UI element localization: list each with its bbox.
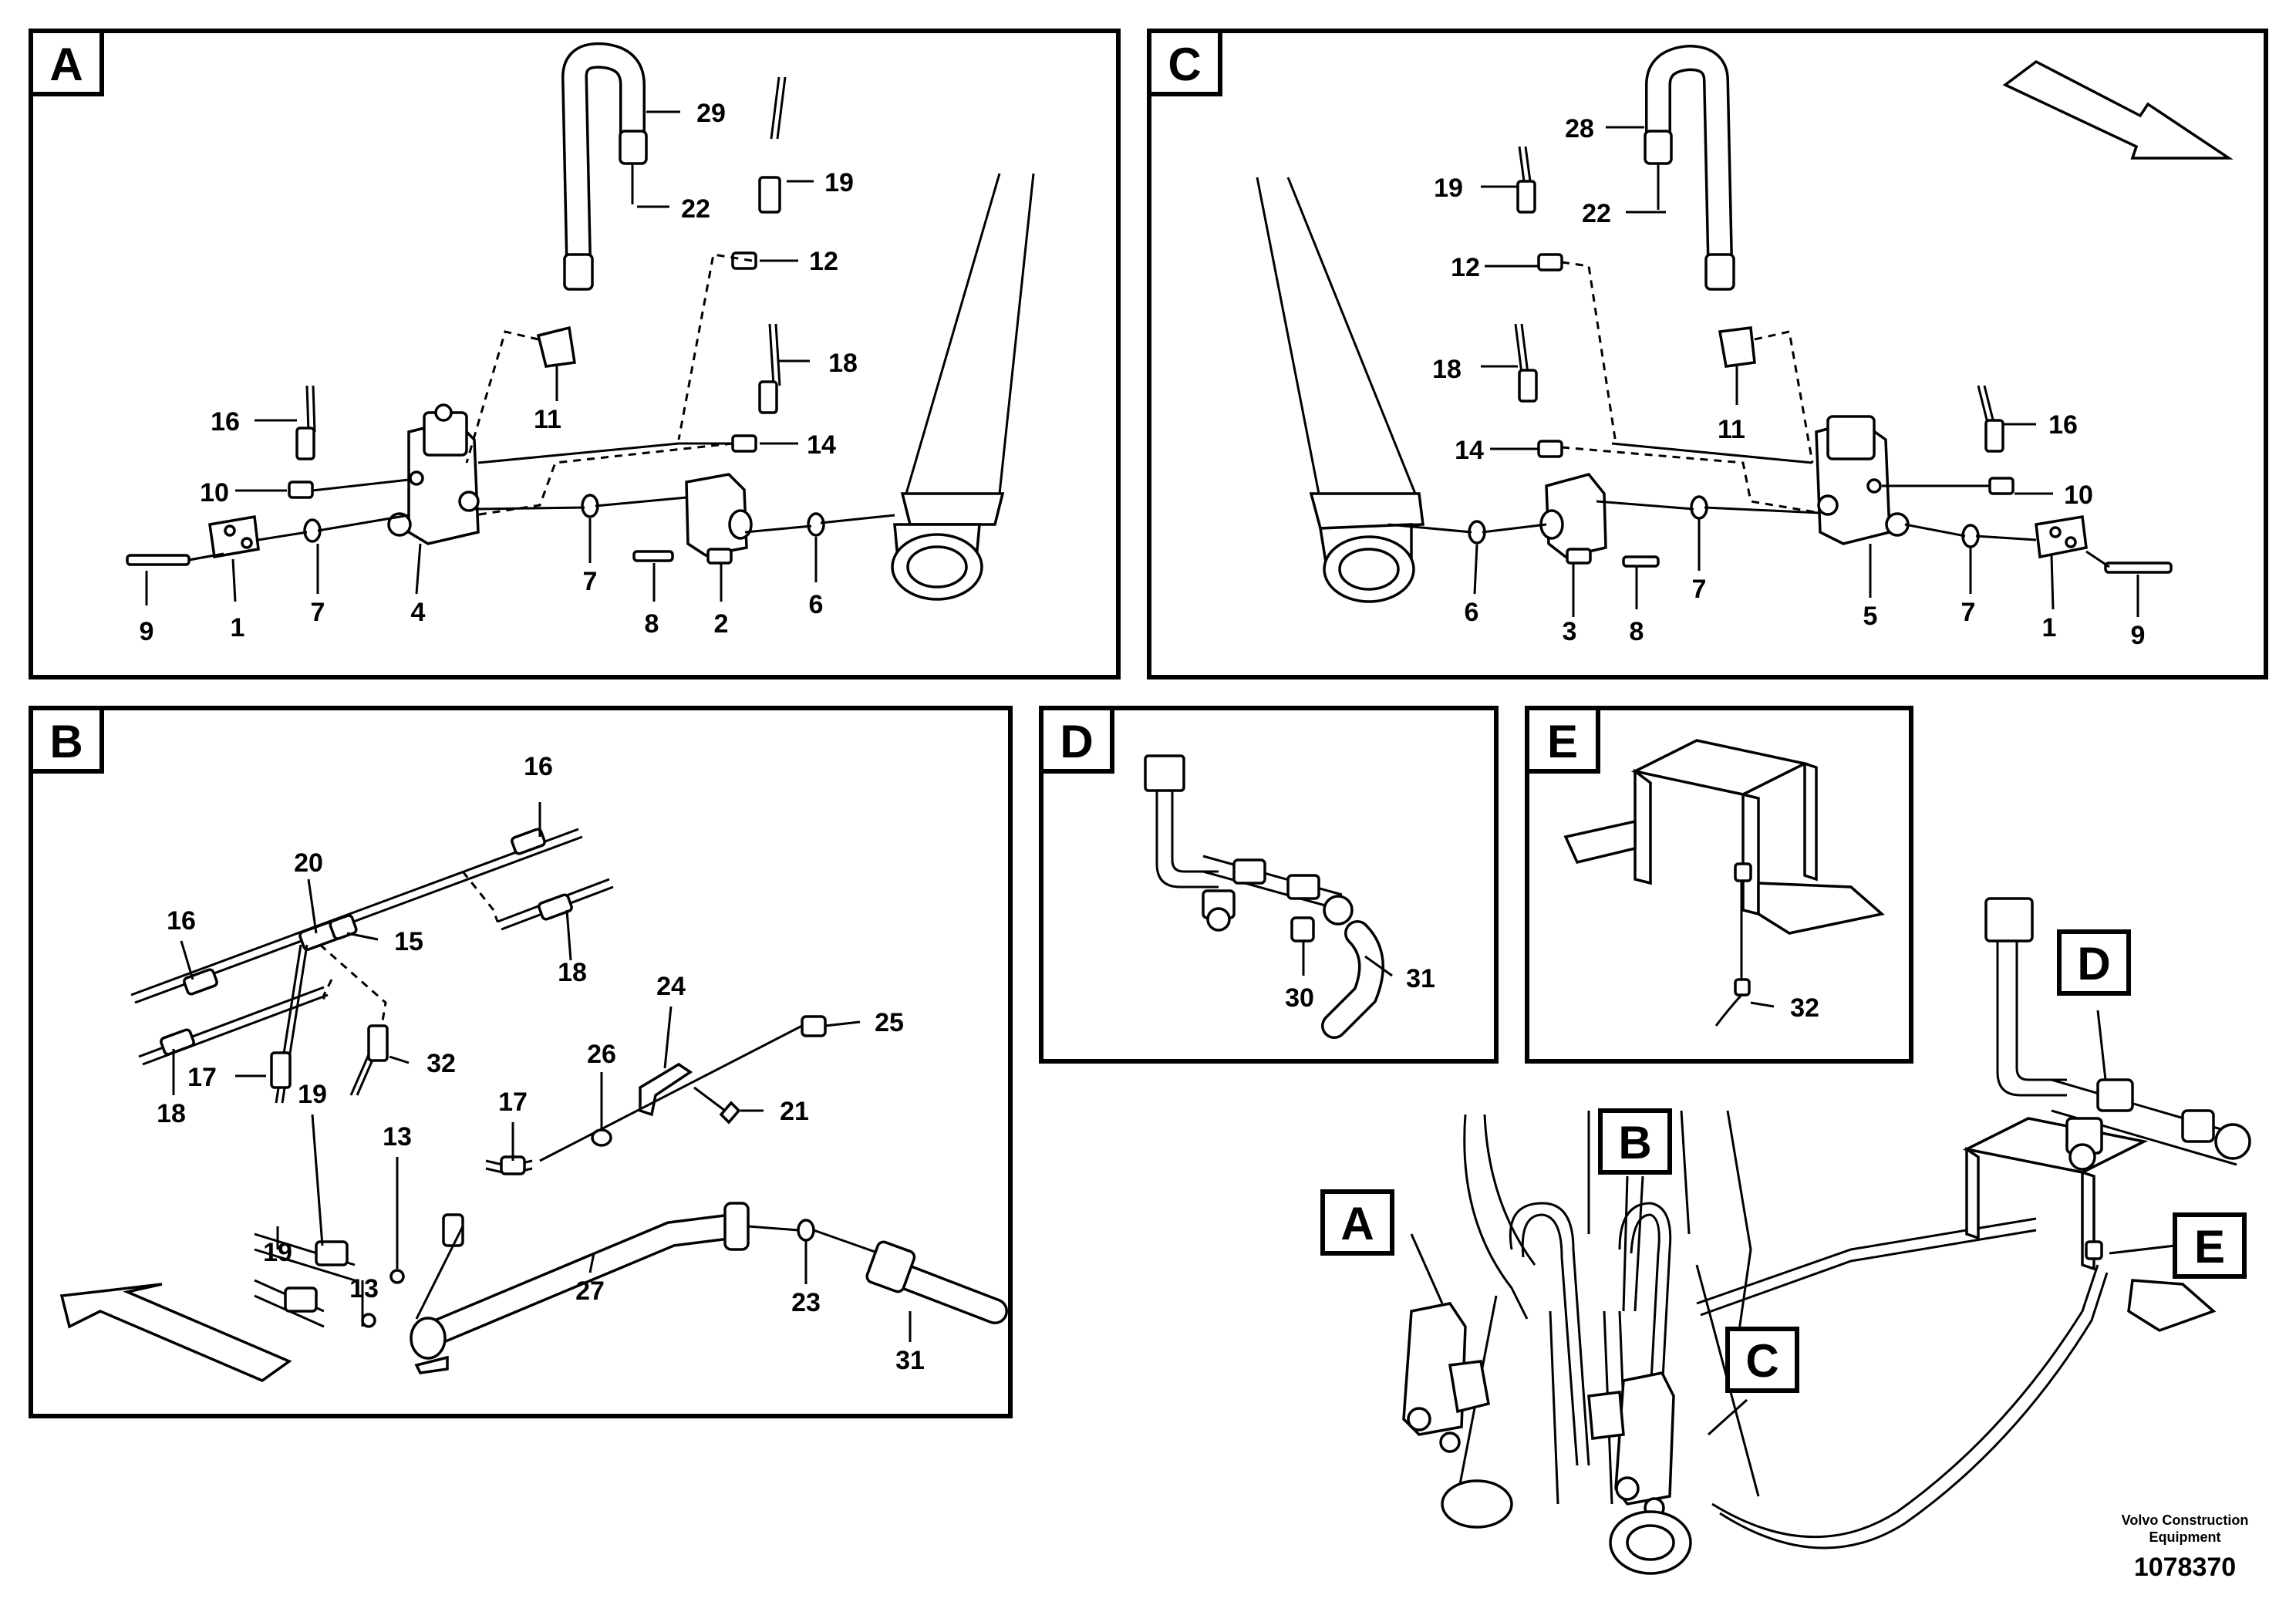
elbow-fitting-11c	[1718, 326, 1756, 368]
part-label: 15	[394, 927, 423, 956]
part-label: 3	[1563, 617, 1577, 646]
part-label: 11	[534, 405, 561, 434]
part-label: 21	[780, 1097, 809, 1126]
part-label: 6	[809, 590, 824, 619]
part-label: 24	[656, 972, 686, 1001]
part-label: 16	[524, 752, 553, 781]
panel-d-letter: D	[1060, 716, 1093, 767]
panel-c-letter: C	[1168, 39, 1201, 90]
valve-block-3	[1539, 473, 1607, 565]
part-label: 8	[645, 609, 659, 639]
machine-overview: D B A C E	[1320, 897, 2251, 1575]
part-label: 18	[558, 958, 587, 987]
part-label: 32	[1790, 993, 1819, 1023]
part-label: 4	[411, 598, 426, 627]
part-label: 10	[200, 478, 229, 508]
part-label: 18	[1432, 355, 1462, 384]
elbow-fitting-11	[536, 325, 577, 368]
valve-block-5	[1815, 415, 1910, 545]
callout-b: B	[1618, 1117, 1651, 1168]
part-label: 11	[1718, 415, 1745, 444]
pipe-27	[410, 1202, 750, 1374]
part-label: 31	[1406, 964, 1435, 993]
part-label: 32	[426, 1049, 456, 1078]
callout-e: E	[2194, 1221, 2225, 1273]
panel-e-letter: E	[1547, 716, 1578, 767]
part-label: 7	[1692, 575, 1707, 604]
direction-arrow-c	[2002, 59, 2234, 160]
part-label: 7	[583, 567, 598, 596]
panel-b: B	[29, 706, 1013, 1418]
part-label: 16	[211, 407, 240, 437]
part-label: 29	[696, 99, 726, 128]
part-label: 2	[714, 609, 729, 639]
footer-company-line1: Volvo Construction	[2122, 1512, 2249, 1528]
panel-d: D 30 31	[1039, 706, 1499, 1064]
direction-arrow-b	[59, 1283, 292, 1382]
hydraulic-cylinder-a	[891, 173, 1035, 601]
panel-a: A	[29, 29, 1121, 679]
part-label: 19	[298, 1080, 327, 1109]
panel-c: C	[1147, 29, 2268, 679]
part-label: 27	[575, 1276, 605, 1306]
part-label: 13	[349, 1274, 379, 1303]
part-label: 7	[1961, 598, 1976, 627]
footer-company-line2: Equipment	[2149, 1529, 2221, 1545]
part-label: 8	[1630, 617, 1644, 646]
panel-a-letter: A	[49, 39, 83, 90]
part-label: 19	[263, 1238, 292, 1267]
part-label: 22	[1582, 199, 1611, 228]
part-label: 17	[498, 1088, 528, 1117]
part-label: 6	[1465, 598, 1479, 627]
part-label: 25	[875, 1008, 904, 1037]
part-label: 26	[587, 1040, 616, 1069]
part-label: 10	[2064, 481, 2093, 510]
valve-block-2	[685, 473, 753, 565]
part-label: 12	[809, 247, 838, 276]
part-label: 19	[824, 168, 854, 197]
part-label: 12	[1451, 253, 1480, 282]
flange-1	[208, 514, 260, 559]
part-label: 5	[1863, 602, 1878, 631]
hose-31	[865, 1240, 1008, 1324]
part-label: 28	[1565, 114, 1594, 143]
part-label: 14	[1455, 436, 1484, 465]
hose-29	[561, 42, 648, 291]
callout-c: C	[1745, 1335, 1778, 1387]
part-label: 18	[157, 1099, 186, 1128]
part-label: 9	[2131, 621, 2146, 650]
part-label: 18	[828, 349, 858, 378]
callout-a: A	[1340, 1198, 1374, 1249]
part-label: 19	[1434, 174, 1463, 203]
part-label: 20	[294, 848, 323, 878]
part-label: 23	[791, 1288, 821, 1317]
part-label: 9	[140, 617, 154, 646]
part-label: 1	[231, 613, 245, 642]
part-label: 30	[1285, 983, 1314, 1013]
part-label: 31	[895, 1346, 925, 1375]
part-label: 22	[681, 194, 710, 224]
footer: Volvo Construction Equipment 1078370	[2122, 1512, 2249, 1582]
valve-block-4	[387, 403, 480, 545]
drawing-number: 1078370	[2134, 1553, 2236, 1582]
part-label: 14	[807, 430, 836, 460]
callout-d: D	[2077, 938, 2110, 990]
panel-b-letter: B	[49, 716, 83, 767]
part-label: 17	[187, 1063, 217, 1092]
part-label: 7	[311, 598, 325, 627]
part-label: 16	[167, 906, 196, 936]
hydraulic-cylinder-c	[1256, 177, 1424, 603]
part-label: 1	[2042, 613, 2057, 642]
panel-e: E 32	[1525, 706, 1913, 1064]
part-label: 13	[383, 1122, 412, 1152]
part-label: 16	[2048, 410, 2078, 440]
hose-28	[1644, 44, 1735, 291]
